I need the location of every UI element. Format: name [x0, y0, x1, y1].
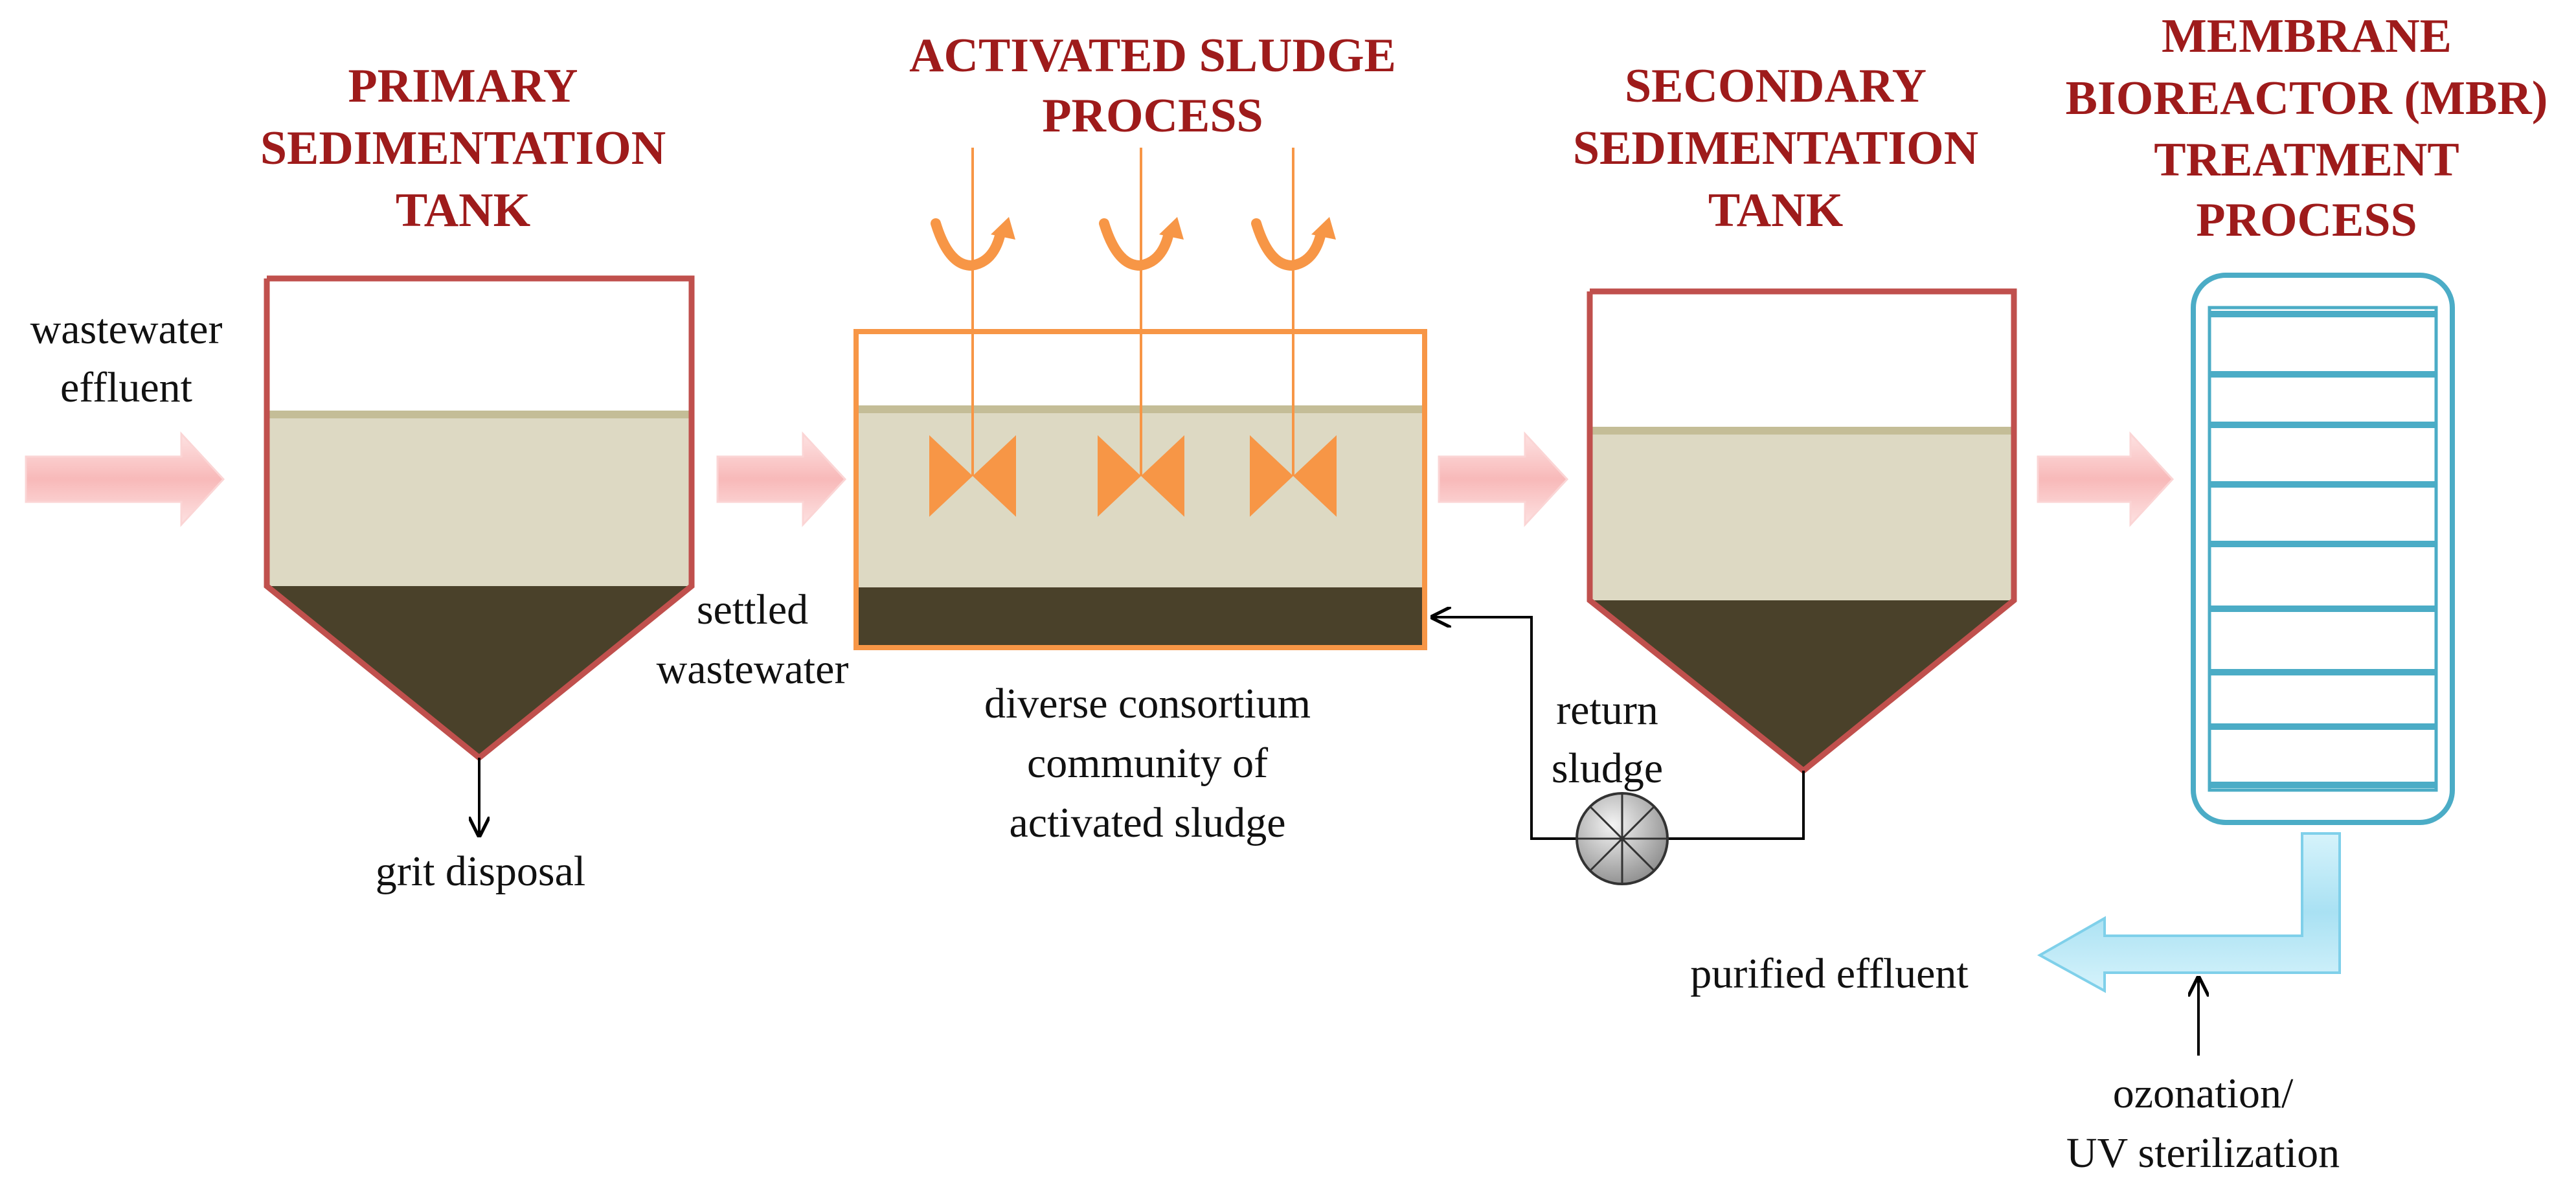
mbr-title-line-2: BIOREACTOR (MBR) — [2066, 72, 2548, 125]
flow-arrow-to-aeration — [716, 431, 847, 527]
aeration-curl-arrow-icon — [1251, 218, 1326, 271]
purified-effluent-label: purified effluent — [1690, 950, 1968, 997]
ozonation-label: ozonation/ UV sterilization — [2066, 1070, 2340, 1177]
primary-tank-title: PRIMARY SEDIMENTATION TANK — [260, 60, 666, 237]
aerator-2 — [1098, 148, 1184, 517]
secondary-title-line-3: TANK — [1708, 184, 1843, 237]
aeration-curl-arrow-icon — [931, 218, 1006, 271]
consortium-label-line-3: activated sludge — [1009, 799, 1285, 846]
secondary-title-line-1: SECONDARY — [1625, 60, 1926, 113]
valve-icon — [1250, 435, 1293, 517]
ozonation-label-line-2: UV sterilization — [2066, 1129, 2340, 1177]
secondary-sedimentation-tank — [1587, 288, 2017, 775]
valve-icon — [929, 435, 973, 517]
valve-icon — [1098, 435, 1141, 517]
membrane-modules — [2209, 311, 2436, 788]
flow-arrow-to-secondary — [1438, 431, 1569, 527]
mbr-column — [2191, 273, 2455, 825]
activated-title-line-2: PROCESS — [1042, 89, 1263, 142]
secondary-tank-title: SECONDARY SEDIMENTATION TANK — [1573, 60, 1978, 237]
primary-title-line-1: PRIMARY — [348, 60, 578, 113]
settled-label-line-1: settled — [697, 586, 808, 633]
return-sludge-label-line-1: return — [1556, 686, 1658, 734]
flow-arrow-influent — [25, 431, 225, 527]
aeration-curl-arrow-icon — [1099, 218, 1174, 271]
return-sludge-line — [1432, 617, 1805, 840]
primary-sedimentation-tank — [264, 275, 695, 835]
return-sludge-label: return sludge — [1552, 686, 1663, 792]
influent-label-line-1: wastewater — [30, 306, 223, 353]
grit-disposal-label: grit disposal — [376, 848, 586, 895]
mbr-title-line-3: TREATMENT — [2154, 133, 2459, 187]
secondary-water — [1590, 431, 2014, 600]
settled-wastewater-label: settled wastewater — [657, 586, 849, 693]
consortium-label-line-2: community of — [1027, 740, 1268, 787]
consortium-label: diverse consortium community of activate… — [984, 680, 1311, 846]
primary-water — [267, 414, 692, 586]
aerator-3 — [1250, 148, 1337, 517]
return-sludge-label-line-2: sludge — [1552, 745, 1663, 792]
purified-effluent-arrow — [2037, 832, 2341, 993]
influent-label-line-2: effluent — [60, 364, 192, 411]
mbr-title: MEMBRANE BIOREACTOR (MBR) TREATMENT PROC… — [2066, 10, 2548, 247]
aerator-1 — [929, 148, 1016, 517]
primary-title-line-2: SEDIMENTATION — [260, 122, 666, 175]
flow-arrow-to-mbr — [2037, 431, 2175, 527]
secondary-sludge — [1590, 600, 2014, 771]
activated-title-line-1: ACTIVATED SLUDGE — [909, 29, 1396, 82]
mbr-title-line-4: PROCESS — [2196, 194, 2417, 247]
consortium-label-line-1: diverse consortium — [984, 680, 1311, 727]
return-sludge-pump-icon — [1576, 792, 1669, 885]
primary-title-line-3: TANK — [396, 184, 530, 237]
primary-sludge — [267, 586, 692, 758]
ozonation-label-line-1: ozonation/ — [2113, 1070, 2294, 1117]
activated-sludge-title: ACTIVATED SLUDGE PROCESS — [909, 29, 1396, 142]
influent-label: wastewater effluent — [30, 306, 223, 411]
settled-label-line-2: wastewater — [657, 646, 849, 693]
aeration-sludge — [856, 587, 1425, 648]
mbr-title-line-1: MEMBRANE — [2162, 10, 2452, 63]
secondary-title-line-2: SEDIMENTATION — [1573, 122, 1978, 175]
